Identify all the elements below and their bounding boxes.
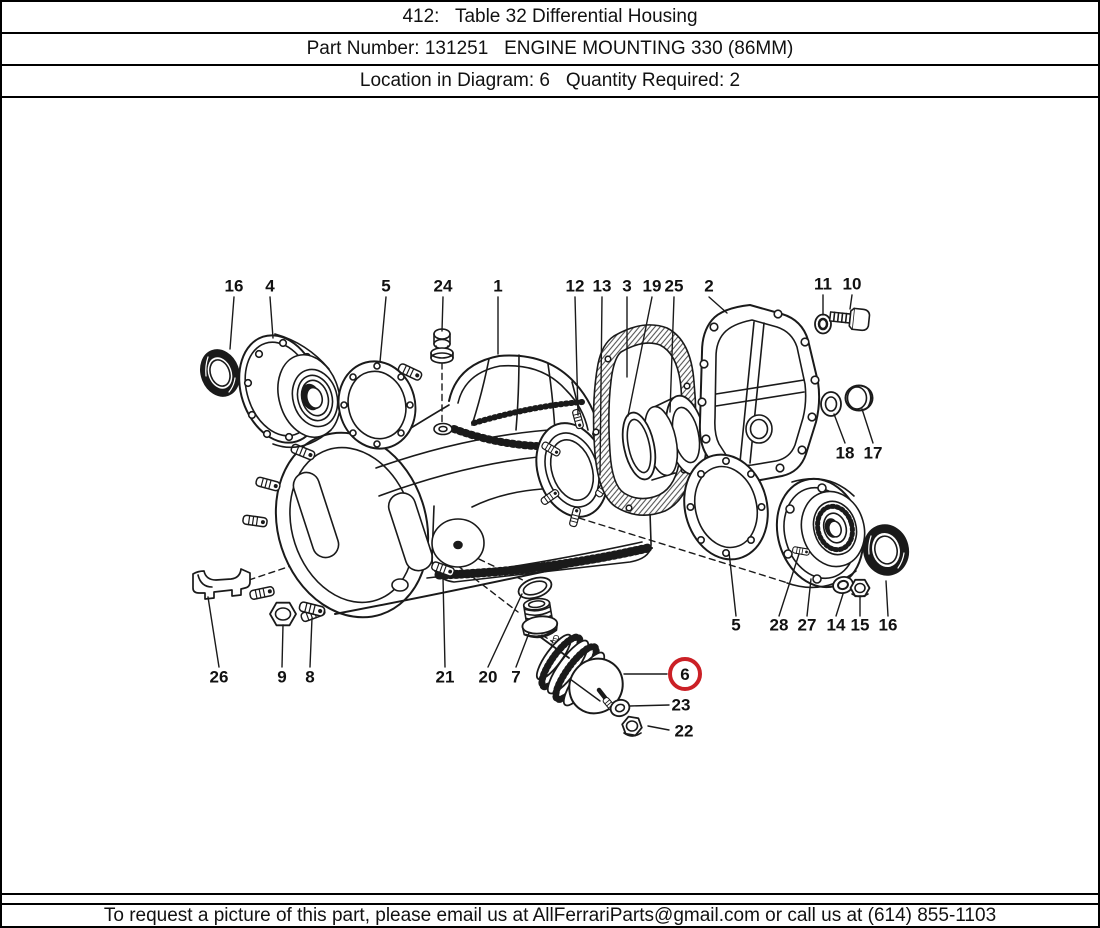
callout-25: 25 <box>664 276 684 296</box>
callout-16: 16 <box>878 615 898 635</box>
part-5-gasket-right <box>683 453 769 561</box>
callout-5: 5 <box>381 276 391 296</box>
location-quantity-text: Location in Diagram: 6 Quantity Required… <box>359 70 741 91</box>
contact-banner: To request a picture of this part, pleas… <box>2 903 1098 926</box>
callout-23: 23 <box>671 695 691 715</box>
callout-13: 13 <box>592 276 612 296</box>
part-25-bearing-sleeve <box>621 394 707 481</box>
callout-21: 21 <box>435 667 455 687</box>
callout-24: 24 <box>433 276 453 296</box>
callout-5: 5 <box>731 615 741 635</box>
callout-1: 1 <box>493 276 503 296</box>
part-4-hub-flange-left <box>238 333 341 449</box>
part-26-bracket <box>192 568 251 600</box>
callout-16: 16 <box>224 276 244 296</box>
callout-27: 27 <box>797 615 817 635</box>
part-22-nut <box>621 715 643 737</box>
callout-15: 15 <box>850 615 870 635</box>
callout-8: 8 <box>305 667 315 687</box>
part-1-differential-housing <box>241 354 653 624</box>
callout-17: 17 <box>863 443 883 463</box>
table-title-bar: 412: Table 32 Differential Housing <box>2 2 1098 34</box>
callout-22: 22 <box>674 721 694 741</box>
callout-28: 28 <box>769 615 789 635</box>
diagram-drawing <box>192 294 910 737</box>
part-10-bolt <box>828 307 871 332</box>
part-number-text: Part Number: 131251 ENGINE MOUNTING 330 … <box>306 38 794 59</box>
table-title-text: 412: Table 32 Differential Housing <box>402 6 698 27</box>
part-24-breather-valve <box>430 328 454 364</box>
part-23-washer <box>609 698 631 718</box>
callout-4: 4 <box>265 276 275 296</box>
part-17-plug <box>844 384 874 412</box>
callout-leader-lines <box>207 294 889 731</box>
part-18-washer <box>820 391 842 417</box>
callout-20: 20 <box>478 667 498 687</box>
callout-14: 14 <box>826 615 846 635</box>
part-9-nut <box>269 601 297 627</box>
part-16-seal-ring-right <box>862 524 910 576</box>
part-6-engine-mounting <box>535 633 624 715</box>
callout-12: 12 <box>565 276 585 296</box>
callout-9: 9 <box>277 667 287 687</box>
callout-10: 10 <box>842 274 862 294</box>
part-number-bar: Part Number: 131251 ENGINE MOUNTING 330 … <box>2 34 1098 66</box>
contact-text: To request a picture of this part, pleas… <box>103 904 997 926</box>
location-quantity-bar: Location in Diagram: 6 Quantity Required… <box>2 66 1098 98</box>
part-15-nut <box>849 578 871 598</box>
callout-6-highlighted: 6 <box>668 657 702 691</box>
part-27-side-hub <box>775 477 866 589</box>
callout-26: 26 <box>209 667 229 687</box>
part-5-gasket-left <box>337 360 417 450</box>
callout-2: 2 <box>704 276 714 296</box>
part-16-seal-ring-left <box>200 349 240 397</box>
part-11-washer <box>814 313 832 335</box>
callout-7: 7 <box>511 667 521 687</box>
callout-19: 19 <box>642 276 662 296</box>
callout-3: 3 <box>622 276 632 296</box>
part-7-threaded-plug <box>521 597 559 639</box>
callout-11: 11 <box>814 274 832 294</box>
part-20-oring <box>517 576 553 600</box>
callout-18: 18 <box>835 443 855 463</box>
